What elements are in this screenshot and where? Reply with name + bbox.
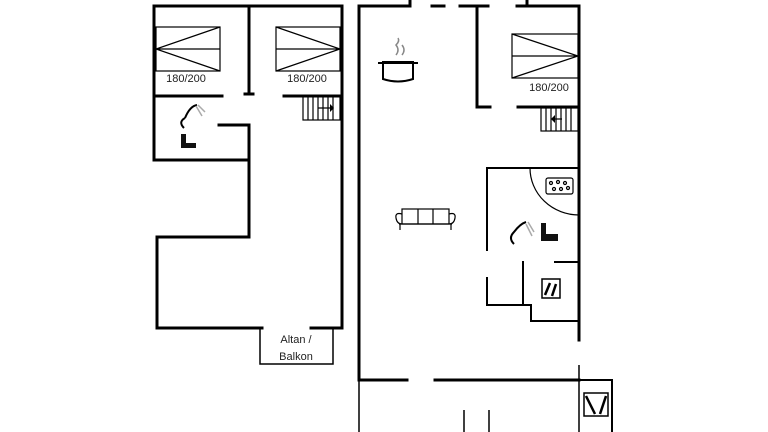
upper-floor-walls [152,4,344,330]
bed-icon [511,33,580,79]
balcony-label-line2: Balkon [279,351,313,363]
shower-icon [510,221,535,245]
sofa-icon [395,208,456,230]
bed-icon [275,26,342,72]
cooking-pot-icon [378,37,418,83]
door-swing [529,167,580,216]
bed-size-label: 180/200 [529,82,569,94]
stairs-icon [540,107,579,132]
shower-icon [180,104,206,129]
sauna-icon [579,379,613,432]
stairs-icon [302,95,341,121]
toilet-icon [181,134,196,148]
bed-size-label: 180/200 [166,73,206,85]
balcony-label-line1: Altan / [280,334,312,346]
hot-tub-icon [545,177,574,195]
bed-size-label: 180/200 [287,73,327,85]
bed-icon [154,26,221,72]
balcony: Altan / Balkon [259,328,334,365]
toilet-icon [541,223,558,241]
ground-floor-walls [357,0,581,432]
washing-machine-icon [541,278,561,299]
